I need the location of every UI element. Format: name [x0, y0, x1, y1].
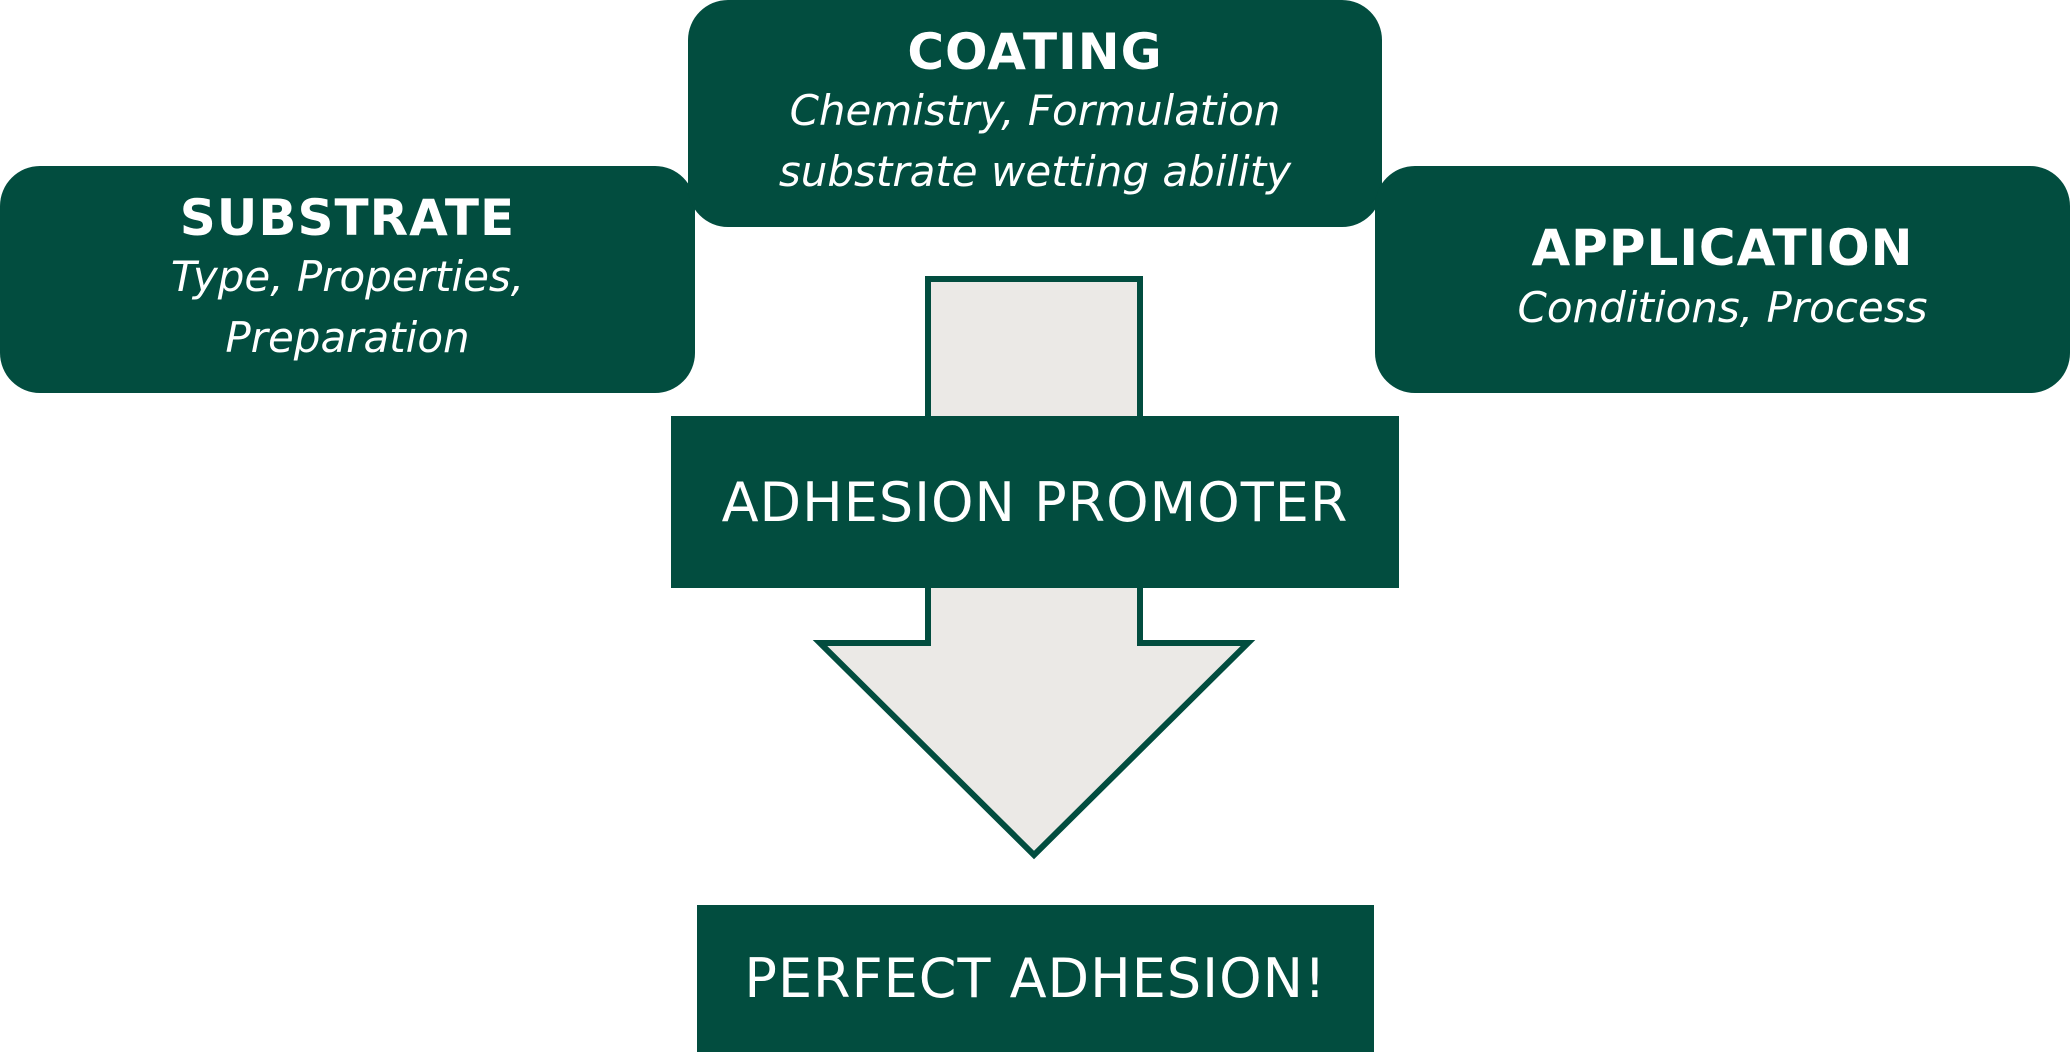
application-title: APPLICATION — [1531, 219, 1914, 278]
application-line-1: Conditions, Process — [1517, 282, 1928, 332]
coating-line-1: Chemistry, Formulation — [789, 86, 1281, 136]
substrate-box: SUBSTRATE Type, Properties, Preparation — [0, 166, 695, 393]
coating-box: COATING Chemistry, Formulation substrate… — [688, 0, 1382, 227]
adhesion-promoter-box: ADHESION PROMOTER — [671, 416, 1399, 588]
substrate-title: SUBSTRATE — [179, 188, 516, 247]
coating-line-2: substrate wetting ability — [778, 147, 1292, 197]
coating-title: COATING — [907, 22, 1163, 81]
perfect-adhesion-box: PERFECT ADHESION! — [697, 905, 1374, 1052]
adhesion-promoter-label: ADHESION PROMOTER — [721, 470, 1349, 534]
perfect-adhesion-label: PERFECT ADHESION! — [744, 947, 1327, 1010]
substrate-line-2: Preparation — [225, 313, 470, 363]
substrate-line-1: Type, Properties, — [170, 252, 525, 302]
application-box: APPLICATION Conditions, Process — [1375, 166, 2070, 393]
